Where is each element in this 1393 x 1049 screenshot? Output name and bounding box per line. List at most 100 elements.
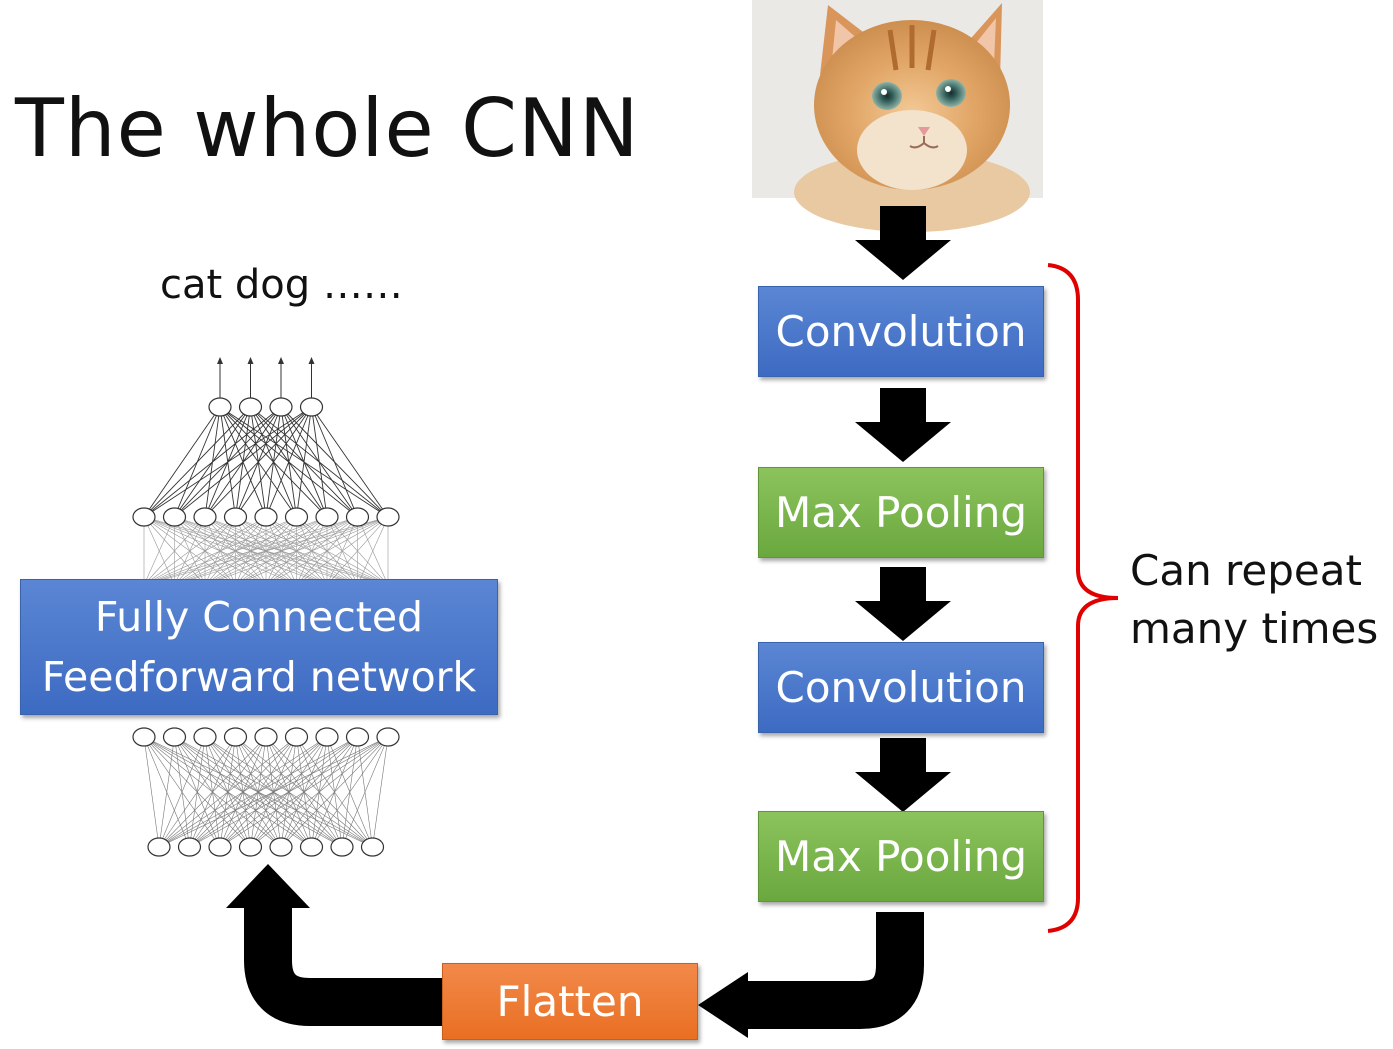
neuron-node [269, 397, 293, 417]
connection-line [311, 406, 389, 518]
neuron-node [376, 727, 400, 747]
connection-line [204, 516, 389, 586]
output-arrow-head [247, 357, 254, 364]
connection-line [143, 516, 358, 586]
connection-line [158, 736, 206, 848]
connection-line [357, 516, 389, 586]
connection-line [174, 516, 389, 586]
neuron-node [284, 727, 309, 747]
neuron-node [223, 507, 248, 527]
down-arrow [855, 388, 951, 462]
connection-line [265, 516, 389, 586]
output-arrow-head [217, 357, 223, 364]
neuron-node [162, 727, 187, 747]
page-title: The whole CNN [15, 82, 640, 175]
connection-line [143, 406, 251, 518]
connection-line [158, 736, 297, 848]
neuron-node [208, 837, 232, 857]
max-pooling-label: Max Pooling [774, 832, 1028, 881]
connection-line [158, 736, 175, 848]
connection-line [250, 736, 389, 848]
fully-connected-box: Fully Connected Feedforward network [20, 579, 498, 715]
connection-line [143, 406, 312, 518]
flatten-label: Flatten [496, 977, 644, 1026]
neuron-node [330, 837, 354, 857]
max-pooling-box: Max Pooling [758, 467, 1044, 558]
network-nodes [132, 397, 400, 857]
connection-line [174, 406, 312, 518]
connection-line [296, 516, 389, 586]
convolution-label: Convolution [775, 663, 1027, 712]
neuron-node [376, 507, 400, 527]
connection-line [235, 516, 389, 586]
neuron-node [315, 507, 339, 527]
neuron-node [223, 727, 248, 747]
connection-line [219, 736, 389, 848]
repeat-bracket [1047, 263, 1119, 933]
max-pooling-label: Max Pooling [774, 488, 1028, 537]
neuron-node [269, 837, 293, 857]
neuron-node [299, 397, 324, 417]
connection-line [326, 516, 389, 586]
convolution-box: Convolution [758, 642, 1044, 733]
neuron-node [147, 837, 171, 857]
connection-line [311, 406, 358, 518]
to-flatten-arrow [698, 912, 924, 1038]
down-arrow [855, 206, 951, 280]
to-network-arrow [226, 864, 442, 1026]
neuron-node [315, 727, 339, 747]
connection-line [143, 516, 267, 586]
connection-line [204, 406, 312, 518]
connection-line [372, 736, 389, 848]
connection-line [143, 516, 328, 586]
neuron-node [284, 507, 309, 527]
network-connections [143, 357, 389, 848]
neuron-node [193, 507, 217, 527]
neuron-node [254, 727, 278, 747]
connection-line [143, 736, 160, 848]
connection-line [143, 516, 389, 586]
neuron-node [162, 507, 187, 527]
output-arrow-head [278, 357, 284, 364]
connection-line [143, 516, 206, 586]
connection-line [311, 406, 328, 518]
connection-line [143, 406, 282, 518]
neuron-node [254, 507, 278, 527]
connection-line [143, 516, 175, 586]
output-arrow-head [308, 357, 315, 364]
down-arrow [855, 567, 951, 641]
neuron-node [193, 727, 217, 747]
flatten-box: Flatten [442, 963, 698, 1040]
neuron-node [208, 397, 232, 417]
neuron-node [177, 837, 202, 857]
connection-line [296, 406, 312, 518]
connection-line [158, 736, 236, 848]
neuron-node [299, 837, 324, 857]
neuron-node [345, 727, 370, 747]
neuron-node [238, 837, 263, 857]
connection-line [158, 736, 358, 848]
connection-line [341, 736, 389, 848]
connection-line [143, 516, 236, 586]
repeat-annotation: Can repeat many times [1130, 546, 1379, 653]
connection-line [158, 736, 267, 848]
fully-connected-label: Fully Connected Feedforward network [41, 593, 477, 701]
connection-line [158, 736, 389, 848]
output-classes-label: cat dog …… [160, 262, 403, 308]
neuron-node [238, 397, 263, 417]
neuron-node [360, 837, 385, 857]
neuron-node [132, 727, 156, 747]
connection-line [143, 406, 221, 518]
connection-line [235, 406, 312, 518]
connection-line [311, 736, 389, 848]
down-arrow [855, 738, 951, 812]
connection-line [143, 516, 297, 586]
connection-line [189, 736, 389, 848]
connection-line [158, 736, 328, 848]
connection-line [280, 736, 389, 848]
neuron-node [345, 507, 370, 527]
neuron-node [132, 507, 156, 527]
max-pooling-box: Max Pooling [758, 811, 1044, 902]
connection-line [265, 406, 312, 518]
